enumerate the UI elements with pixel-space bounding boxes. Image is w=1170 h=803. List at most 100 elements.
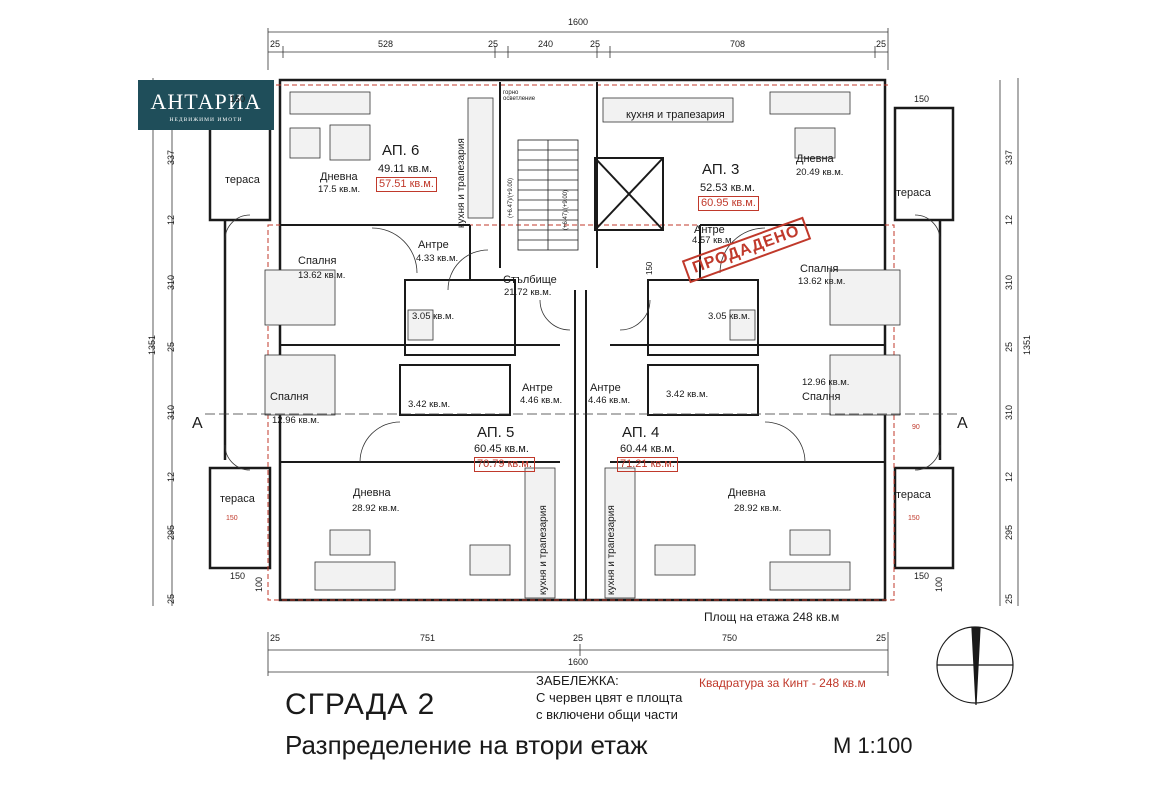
floor-area-label: Площ на етажа 248 кв.м — [704, 610, 840, 624]
ap3-area-common: 60.95 кв.м. — [698, 196, 759, 211]
ap4-bath-area: 3.42 кв.м. — [666, 389, 709, 400]
dim-left-6: 12 — [166, 471, 176, 482]
dim-wall-right: 100 — [934, 576, 944, 592]
dim-top-seg-1: 25 — [270, 39, 281, 49]
ap3-entry-area: 4.57 кв.м. — [692, 235, 735, 246]
ap5-terrace-label: тераса — [220, 493, 255, 505]
dim-top-seg-5: 25 — [590, 39, 601, 49]
door-arcs — [224, 214, 941, 471]
furniture — [264, 91, 901, 599]
ap4-area: 60.44 кв.м. — [620, 443, 675, 455]
dim-terrace-3: 150 — [914, 571, 930, 581]
ap6-area: 49.11 кв.м. — [378, 163, 433, 175]
stair-level-2: (+6.47)/(+9.00) — [563, 189, 569, 230]
ap3-living-area: 20.49 кв.м. — [796, 167, 844, 178]
ap6-kitchen-label: кухня и трапезария — [456, 138, 467, 228]
dim-bottom-total: 1600 — [568, 657, 589, 667]
ap5-bed2-area: 12.96 кв.м. — [272, 415, 320, 426]
dim-left-8: 25 — [166, 593, 176, 604]
dim-terrace-4: 150 — [230, 94, 246, 104]
stairs — [517, 139, 579, 251]
dim-left-1: 337 — [166, 149, 176, 165]
ap6-living-label: Дневна — [320, 171, 358, 183]
ap6-bed1-label: Спалня — [298, 255, 337, 267]
section-mark-left: A — [192, 415, 203, 432]
dim-right-2: 12 — [1004, 214, 1014, 225]
dim-right-4: 25 — [1004, 341, 1014, 352]
ap5-label: АП. 5 — [477, 424, 515, 441]
ap3-area: 52.53 кв.м. — [700, 182, 755, 194]
dim-top-seg-3: 25 — [488, 39, 499, 49]
dim-left-5: 310 — [166, 404, 176, 420]
ap6-entry-area: 4.33 кв.м. — [416, 253, 459, 264]
ap3-bed2-label: Спалня — [802, 391, 841, 403]
dim-terrace-1: 150 — [914, 94, 930, 104]
stair-level-1: (+6.47)/(+9.00) — [508, 177, 514, 218]
ap6-living-area: 17.5 кв.м. — [318, 184, 361, 195]
dim-bottom-seg-2: 751 — [420, 633, 436, 643]
dim-top-total: 1600 — [568, 17, 589, 27]
ap5-entry-label: Антре — [522, 382, 553, 394]
dim-right-total: 1351 — [1022, 334, 1032, 355]
outer-walls — [208, 78, 955, 602]
dim-left-2: 12 — [166, 214, 176, 225]
company-logo: АНТАРИА НЕДВИЖИМИ ИМОТИ — [138, 80, 274, 130]
ap5-bath-area: 3.42 кв.м. — [408, 399, 451, 410]
ap5-kitchen-label: кухня и трапезария — [538, 505, 549, 595]
ap5-living-area: 28.92 кв.м. — [352, 503, 400, 514]
dim-top-seg-7: 25 — [876, 39, 887, 49]
dim-top-seg-2: 528 — [378, 39, 394, 49]
ap3-bath-area: 3.05 кв.м. — [708, 311, 751, 322]
ap3-kitchen-label: кухня и трапезария — [626, 109, 725, 121]
stairs-label: Стълбище — [503, 274, 557, 286]
note-line-2: с включени общи части — [536, 707, 678, 722]
dim-right-6: 12 — [1004, 471, 1014, 482]
ap4-kitchen-label: кухня и трапезария — [606, 505, 617, 595]
dim-top-seg-6: 708 — [730, 39, 746, 49]
ap5-area: 60.45 кв.м. — [474, 443, 529, 455]
dim-bottom-seg-5: 25 — [876, 633, 887, 643]
dim-right-5: 310 — [1004, 404, 1014, 420]
ap4-living-label: Дневна — [728, 487, 766, 499]
dim-right-7: 295 — [1004, 524, 1014, 540]
dim-left-3: 310 — [166, 274, 176, 290]
ap4-entry-area: 4.46 кв.м. — [588, 395, 631, 406]
logo-subtitle: НЕДВИЖИМИ ИМОТИ — [169, 117, 243, 123]
dim-left-7: 295 — [166, 524, 176, 540]
dim-bottom-seg-4: 750 — [722, 633, 738, 643]
inner-walls — [280, 82, 885, 600]
dim-bottom-seg-1: 25 — [270, 633, 281, 643]
ap4-living-area: 28.92 кв.м. — [734, 503, 782, 514]
ap6-terrace-label: тераса — [225, 174, 260, 186]
note-block: ЗАБЕЛЕЖКА: С червен цвят е площта с вклю… — [536, 672, 682, 723]
logo-name: АНТАРИА — [150, 89, 262, 114]
ap4-terrace-label: тераса — [896, 489, 931, 501]
ap3-entry-label: Антре — [694, 224, 725, 236]
note-line-1: С червен цвят е площта — [536, 690, 683, 705]
dim-top-seg-4: 240 — [538, 39, 554, 49]
north-arrow — [936, 626, 1014, 706]
dim-terrace-2: 150 — [230, 571, 246, 581]
ap4-area-common: 71.21 кв.м. — [617, 457, 678, 472]
ap6-entry-label: Антре — [418, 239, 449, 251]
dimension-lines — [152, 28, 1019, 676]
ap5-entry-area: 4.46 кв.м. — [520, 395, 563, 406]
plan-subtitle: Разпределение на втори етаж — [285, 730, 648, 760]
ap3-label: АП. 3 — [702, 161, 740, 178]
ap3-terrace-label: тераса — [896, 187, 931, 199]
ap3-bed1-area: 13.62 кв.м. — [798, 276, 846, 287]
dim-red-1: 150 — [226, 515, 238, 522]
dim-right-1: 337 — [1004, 149, 1014, 165]
red-boundary — [267, 84, 895, 601]
ap4-label: АП. 4 — [622, 424, 660, 441]
note-title: ЗАБЕЛЕЖКА: — [536, 673, 619, 688]
dim-right-8: 25 — [1004, 593, 1014, 604]
ap5-living-label: Дневна — [353, 487, 391, 499]
ap6-area-common: 57.51 кв.м. — [376, 177, 437, 192]
section-mark-right: A — [957, 415, 968, 432]
dim-right-3: 310 — [1004, 274, 1014, 290]
dim-left-total: 1351 — [147, 334, 157, 355]
ap6-bath-area: 3.05 кв.м. — [412, 311, 455, 322]
ap3-bed1-label: Спалня — [800, 263, 839, 275]
